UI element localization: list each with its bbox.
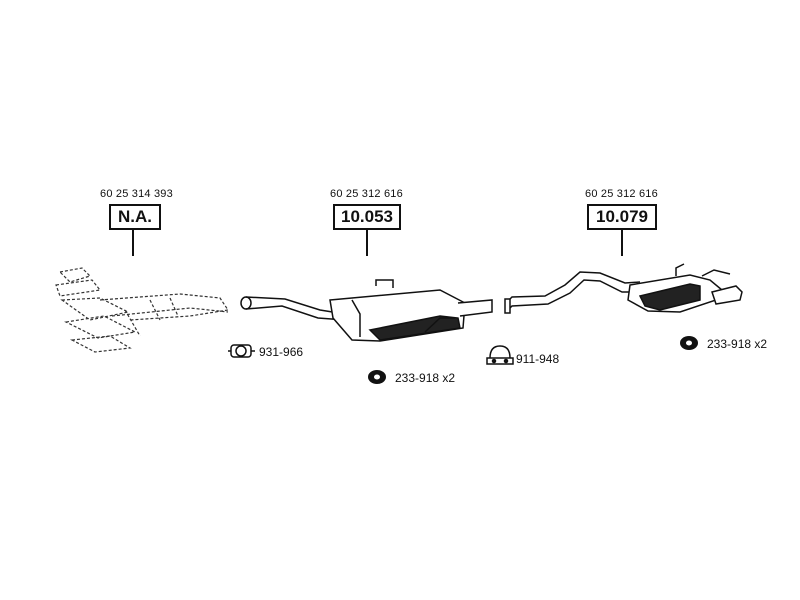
leader-line: [366, 230, 368, 256]
accessory-label: 233-918 x2: [395, 371, 456, 385]
part-code-box[interactable]: 10.079: [587, 204, 657, 230]
center-silencer[interactable]: [240, 279, 493, 342]
part-oem-number: 60 25 314 393: [100, 188, 173, 200]
pipe-clamp-icon[interactable]: [486, 345, 514, 365]
part-oem-number: 60 25 312 616: [585, 188, 658, 200]
rubber-mount-icon[interactable]: [368, 370, 386, 384]
leader-line: [621, 230, 623, 256]
part-code-box[interactable]: 10.053: [333, 204, 401, 230]
leader-line: [132, 230, 134, 256]
part-oem-number: 60 25 312 616: [330, 188, 403, 200]
accessory-label: 911-948: [516, 352, 560, 366]
accessory-label: 931-966: [259, 345, 304, 359]
accessory-label: 233-918 x2: [707, 337, 768, 351]
rubber-mount-icon[interactable]: [680, 336, 698, 350]
front-pipe-dashed[interactable]: [55, 267, 230, 353]
part-code-box[interactable]: N.A.: [109, 204, 161, 230]
rear-silencer[interactable]: [504, 263, 743, 314]
exhaust-clamp-icon[interactable]: [228, 344, 255, 358]
